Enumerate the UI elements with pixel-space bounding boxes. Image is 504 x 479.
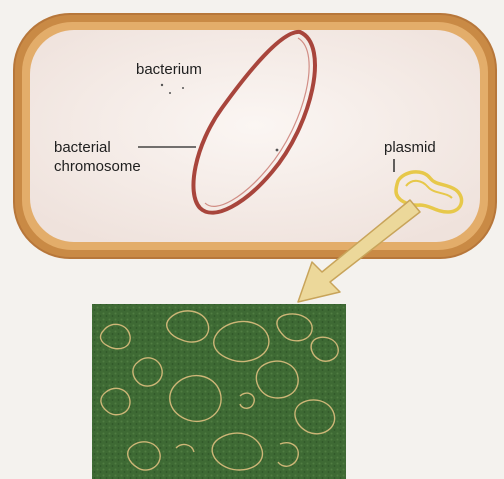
chromosome-label-line2: chromosome	[54, 158, 141, 175]
bacterium-label: bacterium	[136, 61, 202, 78]
plasmid-micrograph	[92, 304, 346, 479]
plasmid-label: plasmid	[384, 139, 436, 156]
chromosome-label-line1: bacterial	[54, 139, 111, 156]
